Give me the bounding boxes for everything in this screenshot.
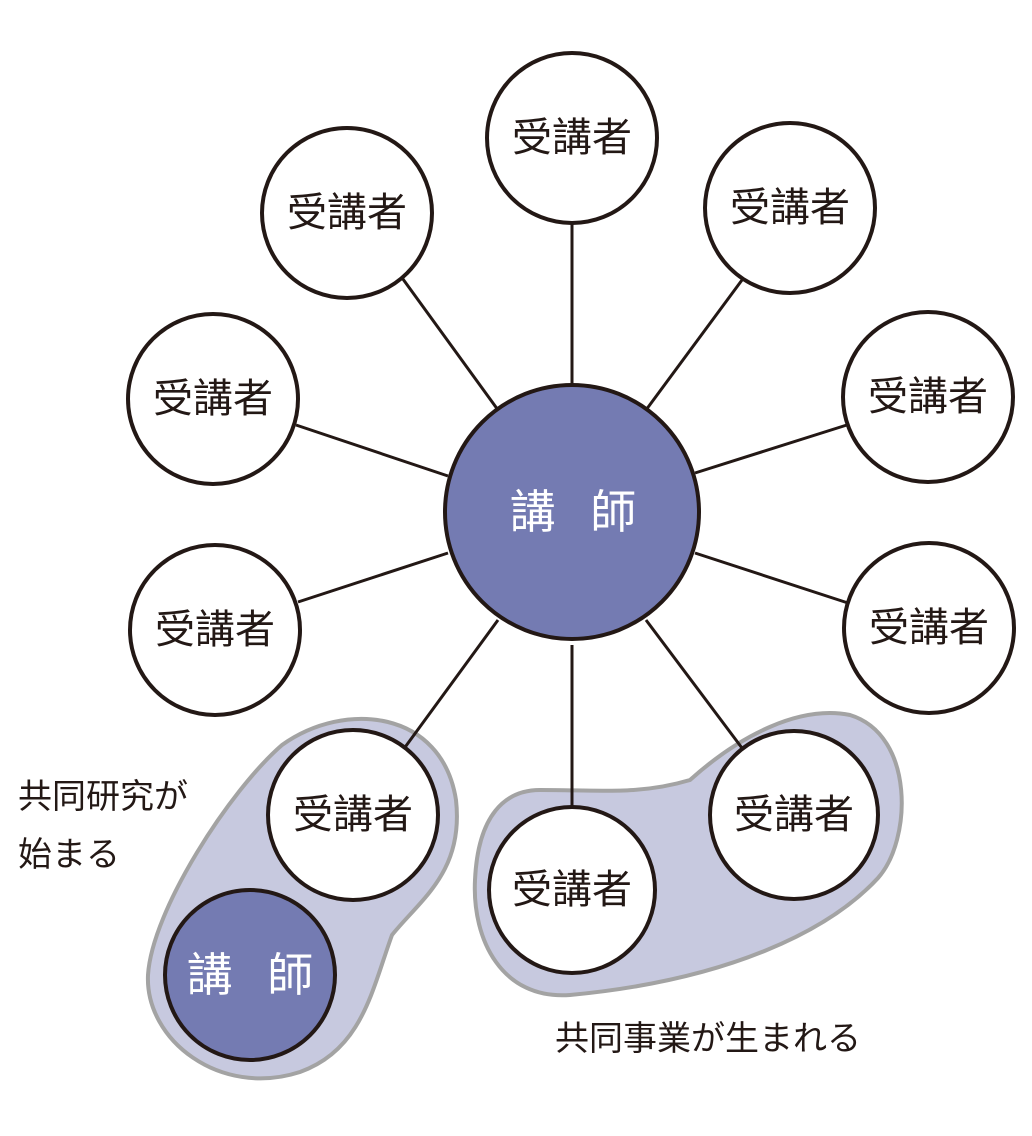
student-node-top-left: 受講者: [260, 126, 434, 300]
student-label: 受講者: [512, 867, 632, 913]
student-node-top: 受講者: [485, 51, 659, 225]
teacher-hub-node: 講 師: [443, 383, 701, 641]
spoke-lower-right: [694, 551, 849, 605]
spoke-bottom-left: [401, 619, 500, 751]
spoke-top-left: [398, 274, 500, 411]
student-node-lower-left: 受講者: [128, 543, 302, 717]
teacher-label: 講 師: [187, 948, 324, 1002]
student-node-lower-right: 受講者: [842, 541, 1016, 715]
student-label: 受講者: [868, 374, 988, 420]
spoke-upper-left: [295, 423, 449, 478]
teacher-node-research: 講 師: [163, 888, 337, 1062]
spoke-lower-left: [297, 551, 449, 604]
spoke-bottom-right: [644, 619, 744, 749]
research-caption-line2: 始まる: [18, 835, 120, 875]
student-label: 受講者: [153, 376, 273, 422]
business-caption: 共同事業が生まれる: [555, 1019, 861, 1059]
student-node-research: 受講者: [266, 728, 440, 902]
student-node-upper-right: 受講者: [841, 310, 1015, 484]
student-label: 受講者: [734, 792, 854, 838]
student-node-top-right: 受講者: [703, 121, 877, 295]
student-node-upper-left: 受講者: [126, 312, 300, 486]
student-node-business-left: 受講者: [487, 805, 657, 975]
student-label: 受講者: [730, 185, 850, 231]
student-label: 受講者: [155, 607, 275, 653]
student-label: 受講者: [512, 115, 632, 161]
student-label: 受講者: [293, 792, 413, 838]
spoke-upper-right: [694, 422, 851, 475]
student-node-business-right: 受講者: [708, 729, 880, 901]
spoke-top-right: [644, 279, 744, 411]
student-label: 受講者: [869, 605, 989, 651]
hub-label: 講 師: [510, 485, 647, 539]
research-caption-line1: 共同研究が: [18, 777, 188, 817]
student-label: 受講者: [287, 190, 407, 236]
